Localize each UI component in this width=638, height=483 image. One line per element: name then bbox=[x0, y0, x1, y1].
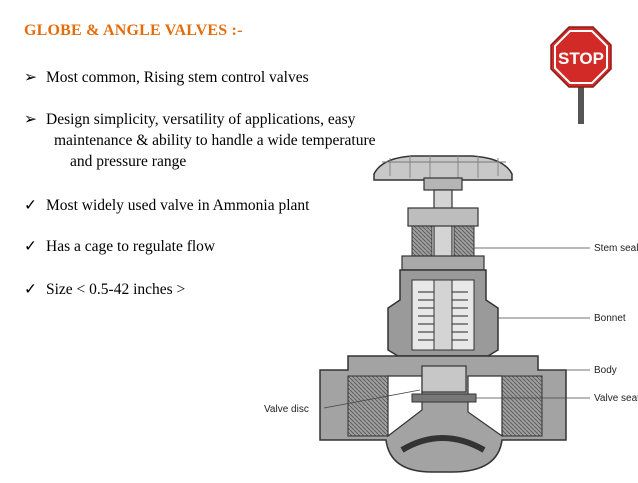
bullet-text-line-3: and pressure range bbox=[70, 153, 187, 170]
bullet-text-line-2: maintenance & ability to handle a wide t… bbox=[54, 132, 376, 149]
check-item-size: ✓ Size < 0.5-42 inches > bbox=[24, 280, 185, 300]
check-text: Has a cage to regulate flow bbox=[46, 238, 216, 255]
bonnet bbox=[387, 269, 499, 357]
label-valve-seat: Valve seat bbox=[594, 393, 638, 404]
label-valve-disc: Valve disc bbox=[264, 404, 309, 415]
stop-sign-icon: STOP bbox=[550, 26, 612, 124]
globe-valve-diagram: Stem seal Bonnet Body Valve seat Valve d… bbox=[262, 150, 638, 478]
bullet-design-simplicity: ➢ Design simplicity, versatility of appli… bbox=[24, 110, 355, 130]
label-stem-seal: Stem seal bbox=[594, 243, 638, 254]
stop-sign-pole bbox=[578, 76, 584, 124]
stop-text: STOP bbox=[558, 49, 604, 68]
bullet-text: Most common, Rising stem control valves bbox=[46, 69, 309, 86]
stem-seal-assembly bbox=[401, 207, 485, 271]
valve-seat bbox=[411, 393, 477, 403]
valve-body bbox=[319, 355, 567, 473]
check-icon: ✓ bbox=[24, 197, 37, 214]
check-text: Most widely used valve in Ammonia plant bbox=[46, 197, 310, 214]
check-item-ammonia: ✓ Most widely used valve in Ammonia plant bbox=[24, 196, 309, 216]
check-icon: ✓ bbox=[24, 281, 37, 298]
valve-disc bbox=[421, 365, 467, 393]
slide-title: GLOBE & ANGLE VALVES :- bbox=[24, 22, 243, 39]
label-bonnet: Bonnet bbox=[594, 313, 626, 324]
stop-octagon bbox=[550, 26, 612, 88]
check-text: Size < 0.5-42 inches > bbox=[46, 281, 186, 298]
check-icon: ✓ bbox=[24, 238, 37, 255]
check-item-cage: ✓ Has a cage to regulate flow bbox=[24, 237, 215, 257]
stop-border bbox=[554, 30, 608, 84]
bullet-rising-stem: ➢ Most common, Rising stem control valves bbox=[24, 68, 309, 88]
arrow-bullet-icon: ➢ bbox=[24, 69, 37, 86]
handwheel bbox=[373, 155, 513, 191]
arrow-bullet-icon: ➢ bbox=[24, 111, 37, 128]
callout-leaders bbox=[323, 247, 590, 409]
bullet-text-line-1: Design simplicity, versatility of applic… bbox=[46, 111, 356, 128]
label-body: Body bbox=[594, 365, 617, 376]
